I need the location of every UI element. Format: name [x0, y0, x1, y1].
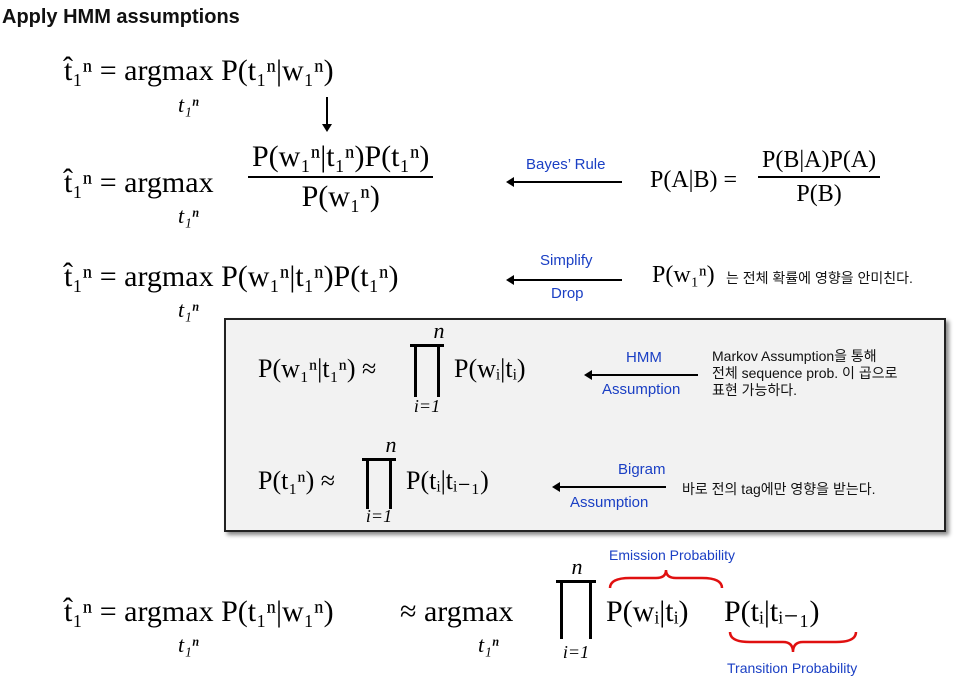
- drop-label: Drop: [551, 285, 584, 302]
- equation-4-mid: ≈ argmax: [400, 595, 514, 628]
- equation-1: t̂₁ⁿ = argmax P(t₁ⁿ|w₁ⁿ): [64, 54, 334, 87]
- simplify-label: Simplify: [540, 252, 593, 269]
- bigram-arrow: [552, 482, 666, 492]
- down-arrow: [326, 97, 328, 127]
- simplify-arrow: [506, 275, 622, 285]
- product-symbol-2: [362, 458, 396, 509]
- equation-3-subscript: t₁ⁿ: [178, 297, 199, 322]
- hmm-product-upper: n: [433, 318, 445, 343]
- down-arrow-head: [322, 124, 332, 132]
- bayes-rule-denominator: P(B): [796, 181, 842, 207]
- hmm-product-lower: i=1: [413, 396, 441, 416]
- hmm-note-line-3: 표현 가능하다.: [712, 382, 798, 398]
- emission-term: P(wᵢ|tᵢ): [606, 595, 689, 628]
- equation-4-lhs: t̂₁ⁿ = argmax P(t₁ⁿ|w₁ⁿ): [64, 595, 334, 628]
- hmm-row-lhs: P(w₁ⁿ|t₁ⁿ) ≈: [258, 354, 377, 383]
- hmm-arrow: [584, 370, 698, 380]
- hmm-row-rhs: P(wᵢ|tᵢ): [454, 354, 526, 383]
- bigram-note: 바로 전의 tag에만 영향을 받는다.: [682, 481, 876, 497]
- slide-title: Apply HMM assumptions: [2, 6, 240, 28]
- equation-2-numerator: P(w₁ⁿ|t₁ⁿ)P(t₁ⁿ): [248, 142, 434, 178]
- final-product-upper: n: [571, 554, 583, 579]
- emission-probability-label: Emission Probability: [609, 547, 736, 563]
- equation-1-subscript: t₁ⁿ: [178, 92, 199, 117]
- transition-term: P(tᵢ|tᵢ₋₁): [724, 595, 820, 628]
- hmm-assumption-label: Assumption: [602, 381, 681, 398]
- hmm-note-line-2: 전체 sequence prob. 이 곱으로: [712, 365, 898, 381]
- product-symbol-3: [556, 580, 596, 639]
- product-symbol: [410, 344, 444, 397]
- bigram-product-lower: i=1: [365, 506, 393, 526]
- bigram-row-rhs: P(tᵢ|tᵢ₋₁): [406, 466, 489, 495]
- equation-2-subscript: t₁ⁿ: [178, 203, 199, 228]
- bigram-product-upper: n: [385, 432, 397, 457]
- equation-2-denominator: P(w₁ⁿ): [301, 180, 380, 213]
- hmm-note-line-1: Markov Assumption을 통해: [712, 348, 877, 364]
- hmm-label: HMM: [626, 349, 662, 366]
- final-product-lower: i=1: [562, 642, 590, 662]
- bayes-arrow: [506, 177, 622, 187]
- equation-4-subscript-1: t₁ⁿ: [178, 632, 199, 657]
- equation-3: t̂₁ⁿ = argmax P(w₁ⁿ|t₁ⁿ)P(t₁ⁿ): [64, 260, 399, 293]
- bigram-assumption-label: Assumption: [570, 494, 649, 511]
- equation-2-fraction: P(w₁ⁿ|t₁ⁿ)P(t₁ⁿ) P(w₁ⁿ): [248, 142, 434, 213]
- transition-brace: [728, 631, 858, 653]
- transition-probability-label: Transition Probability: [727, 660, 858, 676]
- dropped-term: P(w₁ⁿ): [652, 262, 715, 288]
- bayes-rule-lhs: P(A|B) =: [650, 167, 738, 193]
- bigram-row-lhs: P(t₁ⁿ) ≈: [258, 466, 336, 495]
- drop-note: 는 전체 확률에 영향을 안미친다.: [726, 270, 913, 286]
- emission-brace: [608, 569, 724, 589]
- bayes-rule-numerator: P(B|A)P(A): [758, 148, 881, 178]
- bigram-label: Bigram: [618, 461, 666, 478]
- equation-4-subscript-2: t₁ⁿ: [478, 632, 499, 657]
- bayes-rule-fraction: P(B|A)P(A) P(B): [758, 148, 881, 207]
- hmm-assumption-box: P(w₁ⁿ|t₁ⁿ) ≈ n i=1 P(wᵢ|tᵢ) HMM Assumpti…: [224, 318, 946, 532]
- equation-2-lhs: t̂₁ⁿ = argmax: [64, 166, 214, 199]
- bayes-rule-label: Bayes’ Rule: [526, 156, 606, 173]
